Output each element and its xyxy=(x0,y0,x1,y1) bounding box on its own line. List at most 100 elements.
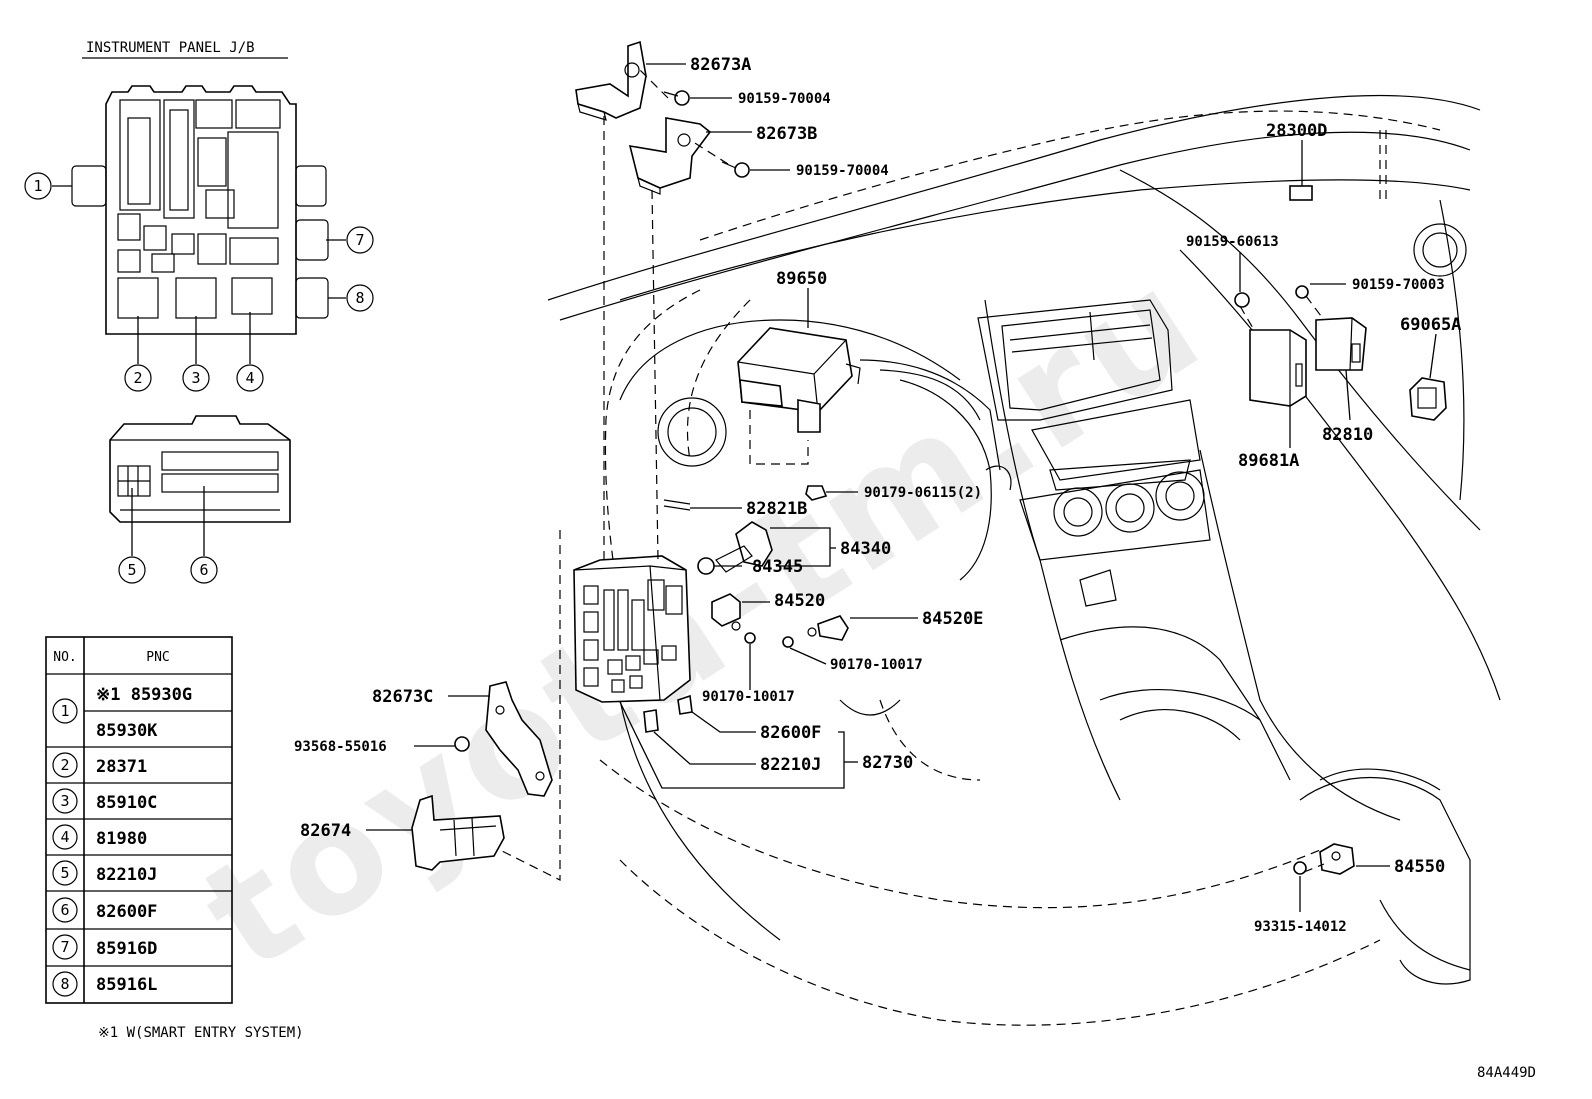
switch-84520e xyxy=(807,615,849,641)
module-89681a xyxy=(1249,329,1307,407)
table-row-pnc: 85910C xyxy=(96,793,157,813)
table-row-pnc: 85916L xyxy=(96,975,157,995)
table-row-no: 2 xyxy=(60,756,69,774)
label-90179-06115: 90179-06115(2) xyxy=(864,485,982,501)
pnc-table: NO. PNC 1 2 3 4 5 6 7 8 ※1 85930G 85930K… xyxy=(45,636,233,1004)
table-row-pnc: ※1 85930G xyxy=(96,685,192,705)
switch-84520 xyxy=(711,593,741,631)
bracket-82674 xyxy=(411,794,505,871)
table-row-no: 3 xyxy=(60,792,69,810)
inset-callout-3: 3 xyxy=(182,364,210,392)
sensor-84550 xyxy=(1319,843,1355,875)
part-28300d xyxy=(1289,185,1313,201)
dashboard-outline xyxy=(547,94,1501,1026)
inset-callout-6: 6 xyxy=(190,556,218,584)
ecu-89650 xyxy=(737,327,861,433)
inset-title: INSTRUMENT PANEL J/B xyxy=(86,40,255,56)
junction-block-side-view xyxy=(109,415,291,523)
clip-82821b xyxy=(663,499,691,511)
table-row-no: 7 xyxy=(60,938,69,956)
label-90159-60613: 90159-60613 xyxy=(1186,234,1279,250)
watermark: toyota-tm.ru xyxy=(175,234,1233,1005)
table-row-no: 5 xyxy=(60,864,69,882)
label-82600f: 82600F xyxy=(760,723,821,743)
label-84345: 84345 xyxy=(752,557,803,577)
bolt-93315-14012 xyxy=(1293,861,1307,875)
switch-84340 xyxy=(715,521,773,573)
label-84550: 84550 xyxy=(1394,857,1445,877)
label-89650: 89650 xyxy=(776,269,827,289)
label-82674: 82674 xyxy=(300,821,351,841)
nut-90179-06115 xyxy=(805,485,828,501)
svg-text:8: 8 xyxy=(355,289,364,307)
table-row-pnc: 85916D xyxy=(96,939,157,959)
footnote: ※1 W(SMART ENTRY SYSTEM) xyxy=(98,1025,304,1041)
junction-block-82730 xyxy=(573,555,691,703)
label-90170-10017-a: 90170-10017 xyxy=(702,689,795,705)
fuse-82210j xyxy=(643,709,659,733)
svg-text:1: 1 xyxy=(33,177,42,195)
label-82673b: 82673B xyxy=(756,124,817,144)
label-82730: 82730 xyxy=(862,753,913,773)
screw-90159-60613 xyxy=(1234,292,1250,308)
svg-text:3: 3 xyxy=(191,369,200,387)
label-82210j: 82210J xyxy=(760,755,821,775)
svg-text:5: 5 xyxy=(127,561,136,579)
relay-82600f xyxy=(677,694,693,715)
bolt-90159-70004-b xyxy=(721,161,750,178)
screw-90159-70003 xyxy=(1295,285,1309,299)
bracket-82673c xyxy=(485,681,553,797)
inset-callout-2: 2 xyxy=(124,364,152,392)
label-69065a: 69065A xyxy=(1400,315,1461,335)
label-84340: 84340 xyxy=(840,539,891,559)
inset-callout-1: 1 xyxy=(24,172,52,200)
module-82810 xyxy=(1315,317,1367,371)
label-82673c: 82673C xyxy=(372,687,433,707)
label-84520: 84520 xyxy=(774,591,825,611)
table-row-no: 4 xyxy=(60,828,69,846)
svg-text:4: 4 xyxy=(245,369,254,387)
nut-84345 xyxy=(697,557,715,575)
inset-callout-5: 5 xyxy=(118,556,146,584)
bracket-82673b xyxy=(628,117,712,195)
label-84520e: 84520E xyxy=(922,609,983,629)
svg-text:6: 6 xyxy=(199,561,208,579)
switch-69065a xyxy=(1409,377,1447,421)
label-90159-70004-b: 90159-70004 xyxy=(796,163,889,179)
label-90159-70004-a: 90159-70004 xyxy=(738,91,831,107)
label-28300d: 28300D xyxy=(1266,121,1327,141)
table-row-no: 1 xyxy=(60,702,69,720)
label-82673a: 82673A xyxy=(690,55,751,75)
nut-90170-10017-a xyxy=(744,632,756,644)
table-row-pnc: 85930K xyxy=(96,721,158,741)
bolt-93568-55016 xyxy=(454,736,470,752)
label-90170-10017-b: 90170-10017 xyxy=(830,657,923,673)
label-93568-55016: 93568-55016 xyxy=(294,739,387,755)
table-row-no: 8 xyxy=(60,975,69,993)
inset-callout-8: 8 xyxy=(346,284,374,312)
table-header-pnc: PNC xyxy=(146,650,169,665)
label-89681a: 89681A xyxy=(1238,451,1299,471)
bracket-82673a xyxy=(575,40,647,121)
table-row-pnc: 28371 xyxy=(96,757,147,777)
label-82810: 82810 xyxy=(1322,425,1373,445)
leader-lines xyxy=(366,63,1437,912)
label-93315-14012: 93315-14012 xyxy=(1254,919,1347,935)
table-row-pnc: 81980 xyxy=(96,829,147,849)
svg-text:7: 7 xyxy=(355,231,364,249)
figure-code: 84A449D xyxy=(1477,1065,1536,1081)
table-row-pnc: 82600F xyxy=(96,902,157,922)
svg-text:2: 2 xyxy=(133,369,142,387)
nut-90170-10017-b xyxy=(782,636,794,648)
bolt-90159-70004-a xyxy=(663,90,690,106)
junction-block-top-view xyxy=(71,85,329,335)
inset-callout-4: 4 xyxy=(236,364,264,392)
table-row-pnc: 82210J xyxy=(96,865,157,885)
part-labels: 82673A 90159-70004 82673B 90159-70004 28… xyxy=(294,55,1461,935)
table-row-no: 6 xyxy=(60,901,69,919)
inset-callout-7: 7 xyxy=(346,226,374,254)
label-82821b: 82821B xyxy=(746,499,807,519)
junction-block-inset: INSTRUMENT PANEL J/B xyxy=(24,40,374,584)
table-header-no: NO. xyxy=(53,650,76,665)
